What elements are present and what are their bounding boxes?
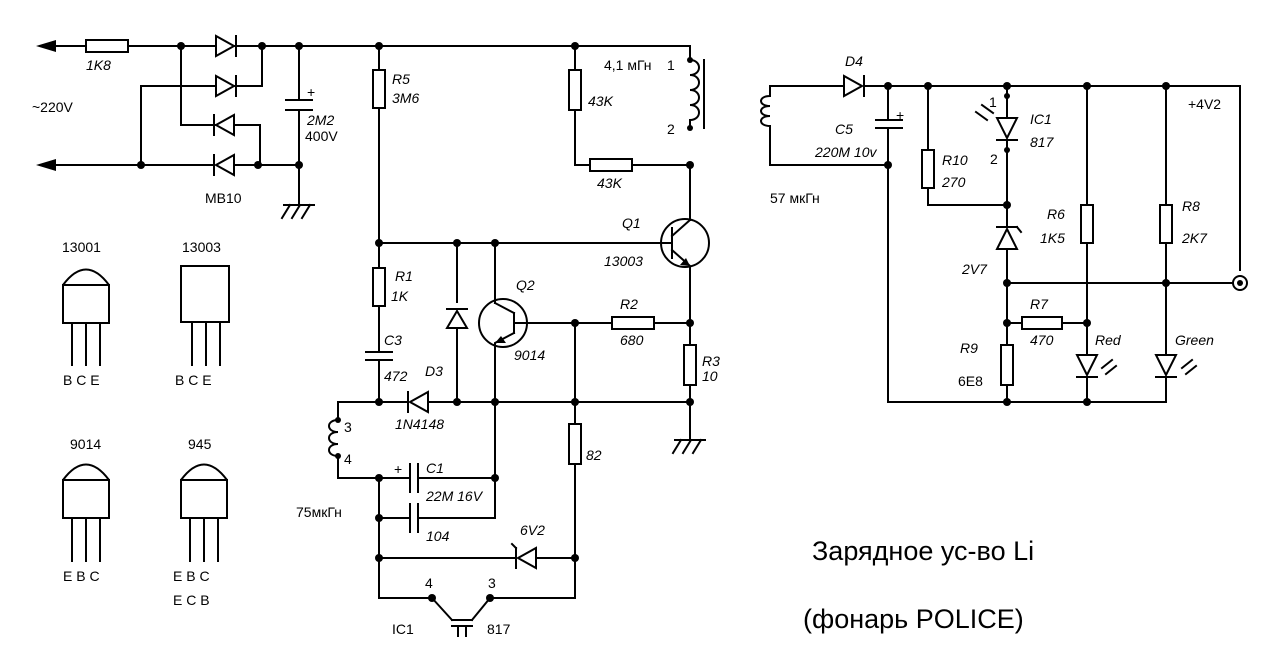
- d3-ref: D3: [425, 363, 443, 379]
- r9-ref: R9: [960, 340, 978, 356]
- led-red-label: Red: [1095, 332, 1122, 348]
- pkg-945-pins-alt: E C B: [173, 592, 210, 608]
- pkg-9014-name: 9014: [70, 436, 101, 452]
- svg-text:+: +: [394, 461, 402, 477]
- c5-ref: C5: [835, 121, 853, 137]
- trafo-pin1: 1: [667, 57, 675, 73]
- ic1-ref: IC1: [1030, 111, 1052, 127]
- bridge-label: MB10: [205, 190, 242, 206]
- c-bulk-voltage: 400V: [305, 128, 338, 144]
- r43a-label: 43K: [588, 93, 614, 109]
- r6-ref: R6: [1047, 206, 1065, 222]
- pkg-13001-name: 13001: [62, 239, 101, 255]
- c104-label: 104: [426, 528, 450, 544]
- r82-label: 82: [586, 447, 602, 463]
- r43b-label: 43K: [597, 175, 623, 191]
- trafo-pin2: 2: [667, 121, 675, 137]
- q2-ref: Q2: [516, 277, 535, 293]
- pkg-945-name: 945: [188, 436, 212, 452]
- r8-value: 2K7: [1181, 230, 1208, 246]
- sec-ind-label: 57 мкГн: [770, 190, 820, 206]
- pkg-13003-name: 13003: [182, 239, 221, 255]
- opto-pin3: 3: [488, 575, 496, 591]
- led-green-label: Green: [1175, 332, 1214, 348]
- zener-2v7: 2V7: [961, 261, 988, 277]
- pkg-13001-pins: B C E: [63, 372, 100, 388]
- pkg-9014-pins: E B C: [63, 568, 100, 584]
- ic1-pin1: 1: [989, 94, 997, 110]
- r2-value: 680: [620, 332, 644, 348]
- mains-arrow-top: [36, 40, 56, 52]
- aux-pin3: 3: [344, 419, 352, 435]
- trafo-label: 4,1 мГн: [604, 57, 652, 73]
- c3-value: 472: [384, 368, 408, 384]
- opto-value: 817: [487, 621, 511, 637]
- aux-pin4: 4: [344, 451, 352, 467]
- c1-value: 22M 16V: [425, 488, 484, 504]
- q2-value: 9014: [514, 347, 545, 363]
- ic1-value: 817: [1030, 134, 1055, 150]
- title-line1: Зарядное ус-во Li: [812, 536, 1034, 566]
- q1-ref: Q1: [622, 215, 641, 231]
- r3-ref: R3: [702, 353, 720, 369]
- c3-ref: C3: [384, 332, 402, 348]
- transistor-packages: 13001 B C E 13003 B C E 9014 E B C 945 E…: [62, 239, 230, 608]
- svg-text:+: +: [307, 84, 315, 100]
- r-in-label: 1K8: [86, 57, 111, 73]
- r1-ref: R1: [395, 268, 413, 284]
- zener-6v2: 6V2: [520, 522, 545, 538]
- pkg-945-pins: E B C: [173, 568, 210, 584]
- title-line2: (фонарь POLICE): [803, 604, 1024, 634]
- r7-ref: R7: [1030, 296, 1049, 312]
- output-label: +4V2: [1188, 96, 1221, 112]
- r8-ref: R8: [1182, 198, 1200, 214]
- secondary-circuit: 57 мкГн D4 + C5 220M 10v R10 270 1 2 IC1…: [760, 53, 1248, 406]
- r1-value: 1K: [391, 288, 409, 304]
- q1-value: 13003: [604, 253, 643, 269]
- ic1-pin2: 2: [990, 151, 998, 167]
- opto-pin4: 4: [425, 575, 433, 591]
- pkg-13003-pins: B C E: [175, 372, 212, 388]
- c1-ref: C1: [426, 460, 444, 476]
- r9-value: 6E8: [958, 373, 983, 389]
- r6-value: 1K5: [1040, 230, 1065, 246]
- d4-ref: D4: [845, 53, 863, 69]
- d3-value: 1N4148: [395, 416, 444, 432]
- mains-arrow-bottom: [36, 159, 56, 171]
- mains-label: ~220V: [32, 99, 74, 115]
- aux-ind-label: 75мкГн: [296, 504, 342, 520]
- opto-ref: IC1: [392, 621, 414, 637]
- r5-value: 3M6: [392, 90, 419, 106]
- r7-value: 470: [1030, 332, 1054, 348]
- primary-circuit: 1K8 ~220V MB10 + 2M2 400V R5 3M6 43K 43K…: [32, 34, 720, 637]
- svg-text:+: +: [896, 107, 904, 123]
- r2-ref: R2: [620, 296, 638, 312]
- r3-value: 10: [702, 368, 718, 384]
- r-in-resistor: [85, 39, 129, 53]
- r5-ref: R5: [392, 71, 410, 87]
- r10-value: 270: [941, 174, 966, 190]
- c5-value: 220M 10v: [814, 144, 877, 160]
- c-bulk-label: 2M2: [306, 112, 334, 128]
- r10-ref: R10: [942, 152, 968, 168]
